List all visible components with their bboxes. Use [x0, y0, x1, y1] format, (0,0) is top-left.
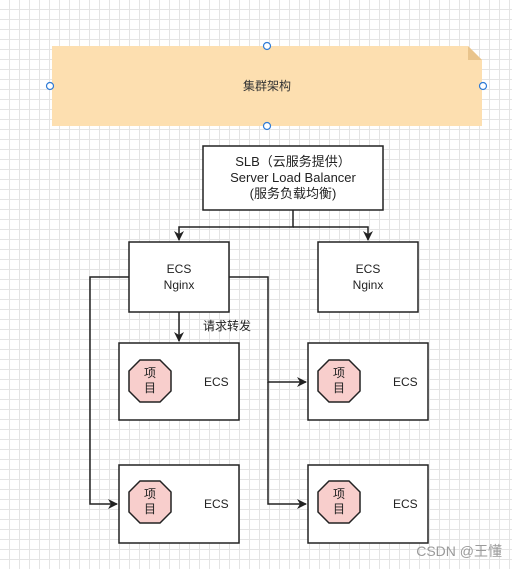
project-2-line1: 项: [332, 366, 345, 380]
project-octagon-4[interactable]: [317, 480, 361, 524]
connector-nginx-server3[interactable]: [89, 276, 129, 509]
handle-left[interactable]: [45, 81, 55, 91]
watermark: CSDN @王懂: [416, 543, 502, 559]
connector-nginx-server2[interactable]: [229, 276, 307, 387]
project-3-line2: 目: [143, 502, 156, 516]
ecs-nginx-right-label: ECS Nginx: [318, 242, 418, 312]
project-4-line2: 目: [332, 502, 345, 516]
connector-slb-left[interactable]: [174, 210, 294, 241]
ecs-left-line1: ECS: [166, 262, 192, 276]
project-octagon-3[interactable]: [128, 480, 172, 524]
request-forward-label: 请求转发: [203, 319, 252, 333]
connector-slb-right[interactable]: [293, 226, 373, 241]
handle-right[interactable]: [478, 81, 488, 91]
project-octagon-1[interactable]: [128, 359, 172, 403]
ecs-nginx-right-box[interactable]: [317, 241, 419, 313]
ecs-nginx-left-label: ECS Nginx: [129, 242, 229, 312]
server-4-label: ECS: [393, 497, 418, 511]
connector-nginx-server4[interactable]: [267, 382, 307, 509]
ecs-right-line2: Nginx: [352, 278, 384, 292]
slb-line1: SLB（云服务提供）: [235, 154, 351, 169]
project-3-line1: 项: [143, 487, 156, 501]
note-title: 集群架构: [242, 79, 291, 93]
ecs-right-line1: ECS: [355, 262, 381, 276]
project-4-line1: 项: [332, 487, 345, 501]
note-shape[interactable]: [52, 46, 482, 126]
ecs-left-line2: Nginx: [163, 278, 195, 292]
slb-label: SLB（云服务提供） Server Load Balancer (服务负载均衡): [203, 146, 383, 210]
ecs-server-box-4[interactable]: [307, 464, 429, 544]
slb-line2: Server Load Balancer: [230, 170, 356, 185]
selection-handles[interactable]: [45, 41, 488, 131]
project-label-2: 项 目: [319, 366, 359, 396]
project-label-3: 项 目: [130, 487, 170, 517]
note-fold: [468, 46, 482, 60]
project-label-1: 项 目: [130, 366, 170, 396]
project-1-line1: 项: [143, 366, 156, 380]
handle-top[interactable]: [262, 41, 272, 51]
project-1-line2: 目: [143, 381, 156, 395]
server-1-label: ECS: [204, 375, 229, 389]
project-octagon-2[interactable]: [317, 359, 361, 403]
server-3-label: ECS: [204, 497, 229, 511]
slb-line3: (服务负载均衡): [249, 186, 337, 201]
project-2-line2: 目: [332, 381, 345, 395]
slb-box[interactable]: [202, 145, 384, 211]
server-2-label: ECS: [393, 375, 418, 389]
handle-bottom[interactable]: [262, 121, 272, 131]
project-label-4: 项 目: [319, 487, 359, 517]
